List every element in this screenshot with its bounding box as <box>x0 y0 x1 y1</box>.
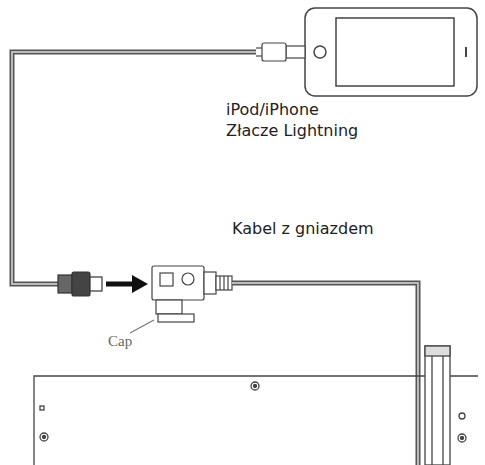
device-label: iPod/iPhone <box>226 100 319 119</box>
usb-plug <box>58 272 102 296</box>
socket-cable <box>232 283 418 465</box>
insert-arrow <box>106 275 148 293</box>
iphone-device <box>305 8 477 96</box>
lightning-cable <box>12 52 256 284</box>
cap-label: Cap <box>108 332 132 350</box>
connector-label: Złacze Lightning <box>226 121 358 140</box>
lightning-plug <box>256 43 305 61</box>
head-unit <box>34 346 478 465</box>
usb-socket <box>152 266 232 300</box>
socket-cap <box>130 300 194 333</box>
cable-label: Kabel z gniazdem <box>232 219 374 238</box>
